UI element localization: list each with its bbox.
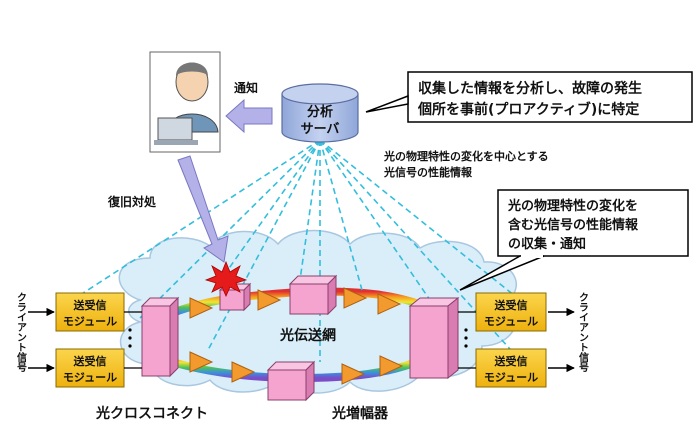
- analysis-callout-line1: 収集した情報を分析し、故障の発生: [418, 80, 642, 97]
- amplifier-lower-4: [379, 355, 404, 377]
- transceiver-left-top-line2: モジュール: [63, 315, 117, 328]
- recovery-arrow: [177, 155, 229, 263]
- module-links: [124, 311, 476, 369]
- analysis-callout: 収集した情報を分析し、故障の発生 個所を事前(プロアクティブ)に特定: [365, 71, 693, 123]
- physical-info-line2: 光信号の性能情報: [383, 165, 473, 179]
- analysis-callout-line2: 個所を事前(プロアクティブ)に特定: [417, 101, 639, 118]
- amplifier-lower-3: [341, 363, 366, 385]
- fault-icon: [204, 260, 248, 297]
- client-signal-right: クライアント信号: [577, 292, 589, 373]
- transceiver-left-bottom-line1: 送受信: [73, 354, 107, 368]
- node-upper-center: [288, 274, 338, 316]
- server-label-2: サーバ: [301, 122, 340, 137]
- cross-connect-left: [140, 296, 180, 378]
- collect-callout-line3: の収集・通知: [508, 236, 586, 252]
- transceiver-right-top-line1: 送受信: [494, 298, 528, 312]
- amplifiers: [189, 287, 404, 385]
- amplifier-upper-3: [343, 287, 368, 309]
- transceiver-right-top: 送受信 モジュール: [475, 292, 547, 332]
- collect-callout: 光の物理特性の変化を 含む光信号の性能情報 の収集・通知: [459, 189, 689, 291]
- transceiver-right-top-line2: モジュール: [484, 315, 538, 328]
- ellipsis-right: [464, 328, 468, 348]
- transceiver-left-top-line1: 送受信: [73, 298, 107, 312]
- transceiver-left-top: 送受信 モジュール: [55, 292, 125, 332]
- server-label-1: 分析: [307, 104, 333, 120]
- cross-connect-label: 光クロスコネクト: [95, 405, 208, 422]
- transceiver-right-bottom: 送受信 モジュール: [475, 348, 547, 388]
- physical-info-line1: 光の物理特性の変化を中心とする: [383, 149, 549, 163]
- client-arrows: [28, 307, 575, 373]
- cross-connect-right: [408, 296, 460, 380]
- amplifier-lower-2: [231, 361, 256, 383]
- collect-callout-line2: 含む光信号の性能情報: [507, 217, 639, 233]
- notify-label: 通知: [234, 80, 258, 95]
- transceiver-right-bottom-line1: 送受信: [494, 354, 528, 368]
- transceiver-right-bottom-line2: モジュール: [484, 371, 538, 384]
- amplifier-upper-2: [257, 289, 282, 311]
- transceiver-left-bottom-line2: モジュール: [63, 371, 117, 384]
- amplifier-upper-4: [377, 293, 402, 315]
- monitoring-lines: [59, 139, 521, 362]
- network-label: 光伝送網: [279, 327, 336, 344]
- amplifier-label: 光増幅器: [331, 405, 389, 422]
- amplifier-upper-1: [189, 297, 214, 319]
- node-lower-center: [266, 360, 316, 402]
- recovery-label: 復旧対処: [107, 194, 157, 209]
- client-signal-left: クライアント信号: [15, 292, 27, 373]
- notify-arrow: [225, 98, 273, 134]
- ellipsis-left: [128, 328, 132, 348]
- operator-icon: [149, 51, 221, 153]
- analysis-server: 分析 サーバ: [281, 83, 359, 143]
- collect-callout-line1: 光の物理特性の変化を: [507, 198, 638, 214]
- transceiver-left-bottom: 送受信 モジュール: [55, 348, 125, 388]
- amplifier-lower-1: [189, 351, 214, 373]
